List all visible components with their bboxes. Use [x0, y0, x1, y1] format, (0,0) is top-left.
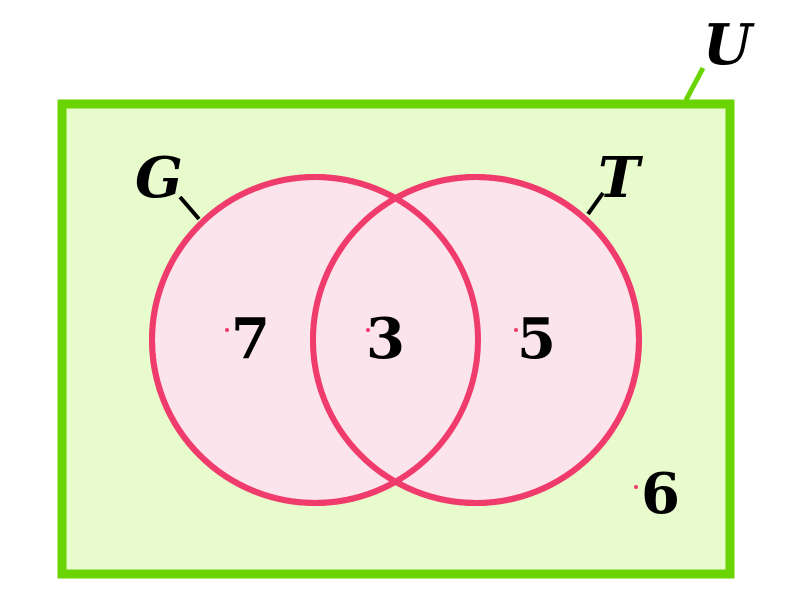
region-only-t-value: 5 — [517, 306, 556, 372]
set-g-circle-outline — [149, 174, 481, 506]
region-intersection-value: 3 — [366, 306, 405, 372]
region-outside-value: 6 — [641, 461, 680, 527]
universal-set-label: U — [703, 12, 755, 78]
set-t-circle-outline — [310, 174, 642, 506]
region-only-g-marker — [225, 328, 229, 332]
set-t-leader-line — [586, 191, 605, 216]
region-intersection-marker — [366, 328, 370, 332]
region-only-g-value: 7 — [231, 306, 270, 372]
universal-set-leader-line — [683, 66, 706, 102]
region-outside-marker — [634, 485, 638, 489]
set-t-label: T — [598, 145, 644, 211]
set-g-label: G — [135, 145, 183, 211]
region-only-t-marker — [514, 328, 518, 332]
set-g-leader-line — [178, 195, 201, 221]
